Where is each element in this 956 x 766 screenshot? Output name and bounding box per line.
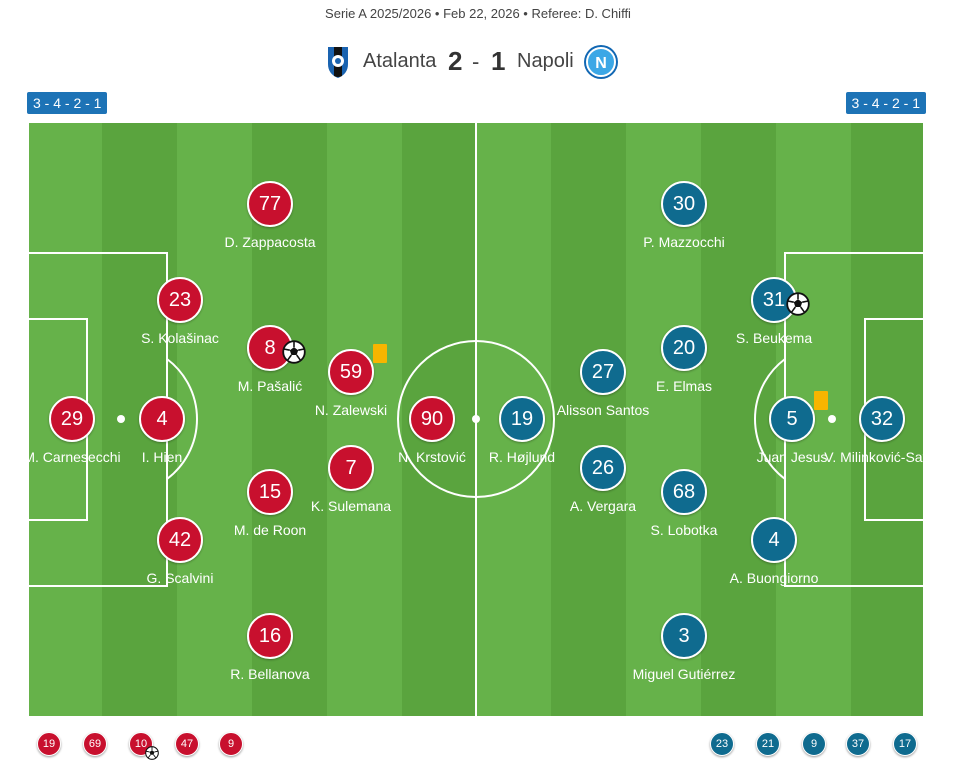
substitute-number: 9 [802, 732, 826, 756]
substitute-number: 19 [37, 732, 61, 756]
atalanta-crest-icon [328, 47, 348, 78]
player-name: E. Elmas [655, 378, 712, 394]
player-name: N. Zalewski [314, 402, 388, 418]
player-name: A. Buongiorno [729, 570, 819, 586]
player-number: 5 [769, 396, 815, 442]
home-formation-badge: 3 - 4 - 2 - 1 [27, 92, 108, 114]
player-name: A. Vergara [569, 498, 637, 514]
player-number: 19 [499, 396, 545, 442]
substitute-number: 10 [129, 732, 153, 756]
svg-text:N: N [595, 55, 607, 72]
player-name: R. Højlund [488, 449, 556, 465]
player-number: 77 [247, 181, 293, 227]
player-number: 20 [661, 325, 707, 371]
goal-marker [145, 746, 159, 765]
player-name: M. Pašalić [237, 378, 303, 394]
substitute-number: 17 [893, 732, 917, 756]
player-number: 29 [49, 396, 95, 442]
player-name: S. Beukema [735, 330, 813, 346]
player-number: 16 [247, 613, 293, 659]
player-number: 7 [328, 445, 374, 491]
player-name: R. Bellanova [230, 666, 310, 682]
napoli-crest-icon: N [584, 45, 618, 79]
player-number: 4 [751, 517, 797, 563]
player-name: D. Zappacosta [224, 234, 316, 250]
player-number: 27 [580, 349, 626, 395]
player-number: 59 [328, 349, 374, 395]
player-name: Miguel Gutiérrez [632, 666, 736, 682]
player-number: 90 [409, 396, 455, 442]
player-number: 30 [661, 181, 707, 227]
goal-marker [282, 340, 306, 369]
scoreline: Atalanta 2 - 1 Napoli N [0, 44, 956, 84]
substitute-number: 69 [83, 732, 107, 756]
yellow-card-icon [814, 391, 828, 410]
player-name: M. Carnesecchi [23, 449, 121, 465]
player-number: 68 [661, 469, 707, 515]
goal-ball-icon [145, 746, 159, 760]
player-name: Alisson Santos [556, 402, 650, 418]
player-number: 32 [859, 396, 905, 442]
player-name: K. Sulemana [310, 498, 392, 514]
yellow-card-icon [373, 344, 387, 363]
player-name: M. de Roon [233, 522, 307, 538]
substitute-number: 23 [710, 732, 734, 756]
player-number: 23 [157, 277, 203, 323]
goal-ball-icon [786, 292, 810, 316]
away-formation-badge: 3 - 4 - 2 - 1 [845, 92, 926, 114]
substitute-number: 21 [756, 732, 780, 756]
goal-marker [786, 292, 810, 321]
player-number: 15 [247, 469, 293, 515]
player-number: 42 [157, 517, 203, 563]
player-number: 31 [751, 277, 797, 323]
goal-ball-icon [282, 340, 306, 364]
player-number: 3 [661, 613, 707, 659]
player-name: Juan Jesus [756, 449, 828, 465]
player-name: I. Hien [141, 449, 183, 465]
player-name: S. Kolašinac [141, 330, 219, 346]
substitute-number: 47 [175, 732, 199, 756]
player-name: V. Milinković-Savić [824, 449, 940, 465]
substitute-number: 37 [846, 732, 870, 756]
player-name: G. Scalvini [146, 570, 214, 586]
score-separator: - [472, 49, 480, 74]
player-number: 4 [139, 396, 185, 442]
player-name: P. Mazzocchi [643, 234, 725, 250]
player-name: S. Lobotka [650, 522, 718, 538]
player-name: N. Krstović [398, 449, 466, 465]
away-team-name: Napoli [517, 50, 574, 72]
home-team-name: Atalanta [363, 50, 437, 72]
player-number: 26 [580, 445, 626, 491]
substitute-number: 9 [219, 732, 243, 756]
home-score: 2 [448, 46, 463, 76]
match-meta: Serie A 2025/2026 • Feb 22, 2026 • Refer… [325, 6, 631, 21]
away-score: 1 [491, 46, 506, 76]
